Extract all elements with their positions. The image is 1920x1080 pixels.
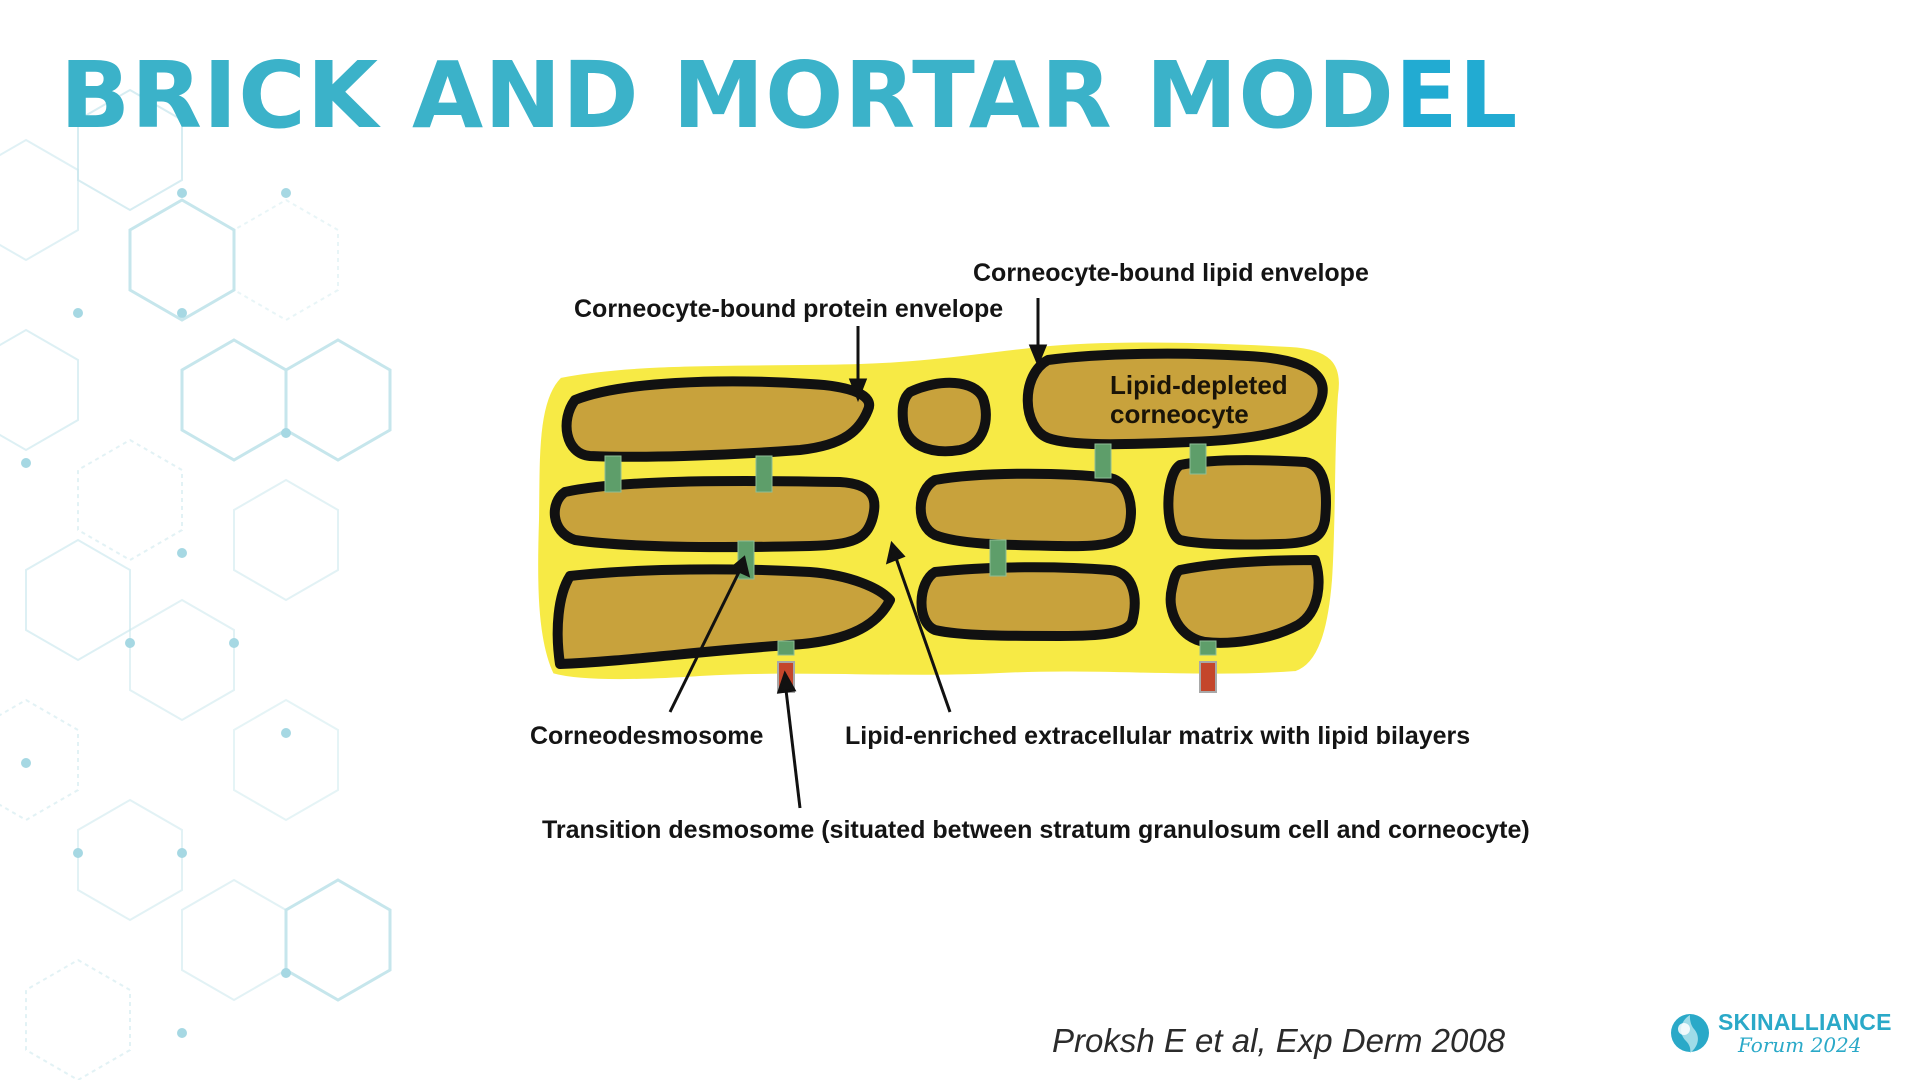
arrow-protein-envelope-head (848, 378, 868, 403)
corneodesmosome (1199, 640, 1217, 656)
corneodesmosome (755, 455, 773, 493)
label-extracellular-matrix: Lipid-enriched extracellular matrix with… (845, 722, 1470, 750)
skinalliance-logo-icon (1671, 1014, 1709, 1053)
corneocyte-row1-left (561, 376, 875, 462)
slide-title: BRICK AND MORTAR MODEL (60, 50, 1518, 142)
label-lipid-envelope: Corneocyte-bound lipid envelope (973, 259, 1369, 287)
corneocyte-row3-mid (916, 562, 1140, 641)
corneodesmosome (989, 539, 1007, 577)
label-protein-envelope: Corneocyte-bound protein envelope (574, 295, 1003, 323)
label-lipid-depleted-line2: corneocyte (1110, 399, 1249, 429)
arrow-lipid-envelope-head (1028, 344, 1048, 367)
arrow-corneodesmosome (668, 569, 742, 713)
transition-desmosome (1199, 661, 1217, 693)
logo-sub-text: Forum 2024 (1738, 1033, 1862, 1057)
arrow-corneodesmosome-head (729, 555, 751, 578)
label-corneodesmosome: Corneodesmosome (530, 722, 763, 750)
skinalliance-logo: SKINALLIANCE Forum 2024 (1668, 1003, 1891, 1063)
arrow-extracellular-matrix-head (885, 540, 906, 565)
corneodesmosome (777, 640, 795, 656)
corneocyte-row2-left (549, 476, 880, 553)
hexagon-pattern-background (0, 88, 392, 1080)
corneocyte-row1-small (897, 377, 991, 457)
arrow-extracellular-matrix (894, 557, 952, 713)
slide-title-end: EL (1394, 42, 1519, 149)
corneodesmosome (1189, 443, 1207, 475)
citation: Proksh E et al, Exp Derm 2008 (1052, 1022, 1506, 1059)
label-transition-desmosome: Transition desmosome (situated between s… (542, 816, 1530, 844)
lipid-depleted-corneocyte (1022, 348, 1328, 450)
corneocyte-row3-right (1165, 555, 1324, 648)
corneodesmosome (1094, 443, 1112, 479)
label-lipid-depleted-line1: Lipid-depleted (1110, 370, 1288, 400)
corneodesmosome (604, 455, 622, 493)
corneocyte-row2-right (1163, 455, 1331, 550)
arrow-transition-desmosome (784, 689, 802, 809)
logo-brand-text: SKINALLIANCE (1718, 1009, 1892, 1035)
corneocyte-row2-mid (915, 468, 1136, 552)
slide-title-main: BRICK AND MORTAR MOD (60, 42, 1395, 149)
arrow-transition-desmosome-head (776, 670, 797, 694)
